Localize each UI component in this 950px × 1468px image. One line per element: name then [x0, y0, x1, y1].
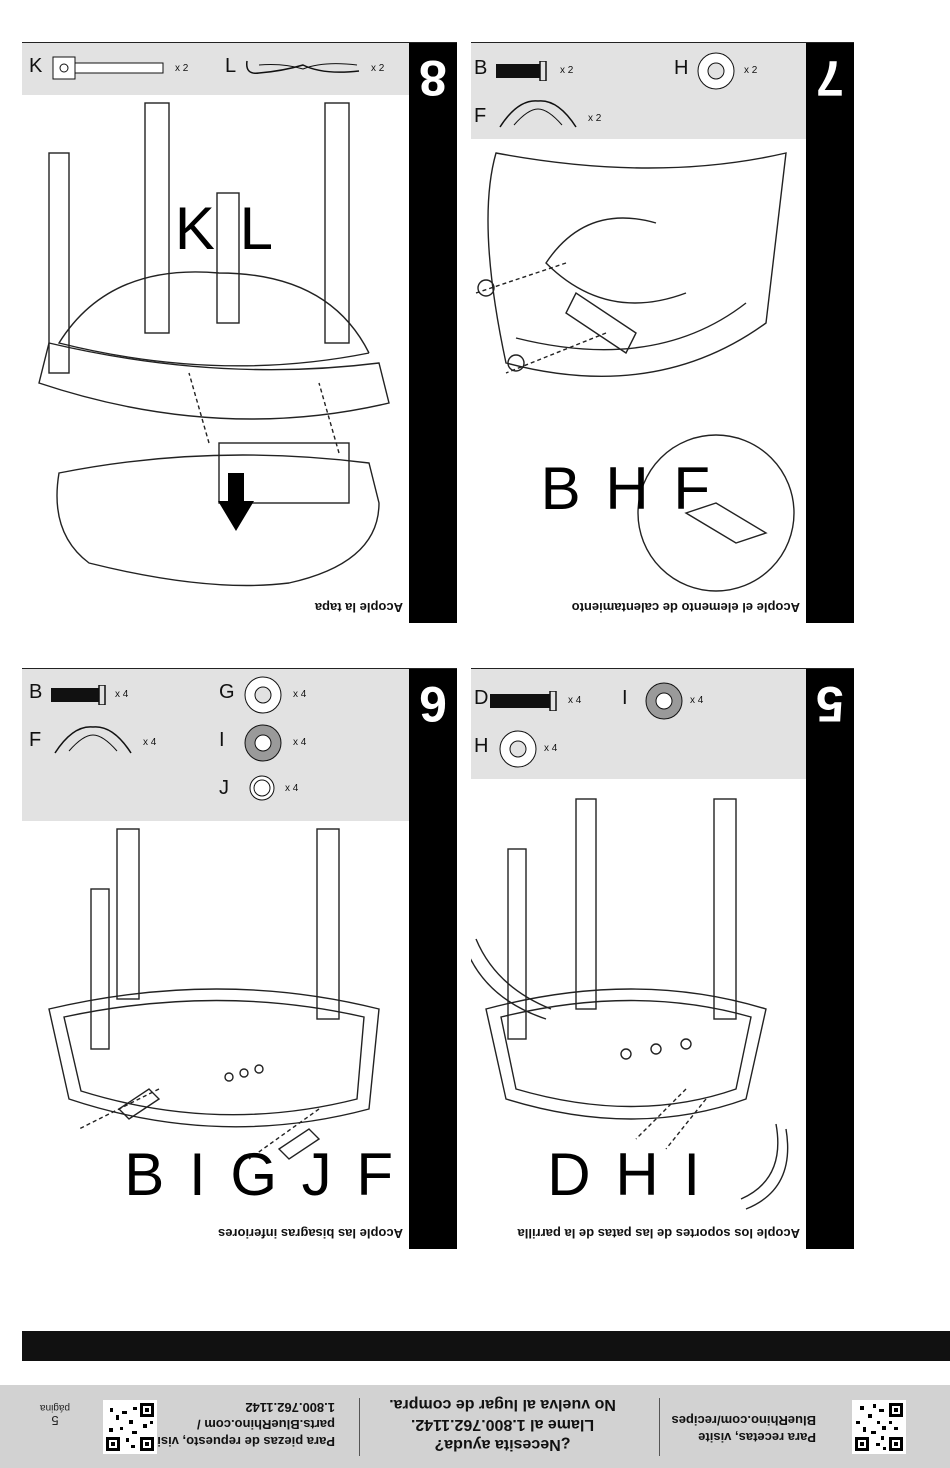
help-title: ¿Necesita ayuda?	[434, 1436, 571, 1453]
step-number-badge: 5	[806, 669, 854, 1249]
step-number: 7	[816, 50, 844, 106]
step-number-badge: 7	[806, 43, 854, 623]
help-block: ¿Necesita ayuda? Llame al 1.800.762.1142…	[370, 1394, 635, 1454]
bolt-icon	[496, 61, 547, 81]
lower-hinge-diagram	[48, 828, 380, 1160]
step-number: 6	[419, 676, 447, 732]
step-6-panel: 6 Acople las bisagras inferiores B I G J…	[22, 668, 457, 1249]
lock-washer-icon	[645, 682, 683, 720]
flat-washer-icon	[499, 730, 537, 768]
hinge-pin-icon	[52, 56, 164, 80]
footer-divider	[359, 1398, 360, 1456]
callout-label: K L	[174, 195, 277, 262]
step-number-badge: 8	[409, 43, 457, 623]
qr-icon	[103, 1400, 157, 1454]
footer-divider	[659, 1398, 660, 1456]
parts-list: K x 2 L x 2	[29, 47, 401, 91]
hinge-bracket-icon	[54, 726, 132, 754]
qr-icon	[852, 1400, 906, 1454]
page-number: 5	[51, 1413, 59, 1428]
cotter-pin-icon	[246, 60, 360, 74]
step-8-panel: 8 Acople la tapa K L K x 2 L	[22, 42, 457, 623]
flat-washer-icon	[697, 52, 735, 90]
page-footer: Para recetas, visite BlueRhino.com/recip…	[0, 1385, 950, 1468]
step-7-panel: 7 Acople el elemento de calentamiento B …	[471, 42, 854, 623]
qr-code-recipes[interactable]	[852, 1400, 906, 1454]
header-bar	[22, 1331, 950, 1361]
part-D: D x 4 I x 4 H x 4	[474, 679, 794, 768]
parts-text: Para piezas de repuesto, visite parts.Bl…	[145, 1400, 335, 1449]
page-label: página	[39, 1402, 70, 1413]
qr-code-parts[interactable]	[103, 1400, 157, 1454]
callout-label: D H I	[547, 1141, 704, 1208]
hinge-bracket-icon	[499, 100, 577, 128]
callout-label: B H F	[540, 455, 714, 522]
arrow-up-icon	[218, 473, 254, 531]
nut-icon	[249, 775, 275, 801]
heating-element-diagram	[475, 152, 795, 592]
bolt-icon	[490, 691, 557, 711]
parts-list: B x 4 F x 4 G x 4 I x 4 J x 4	[29, 673, 401, 813]
help-phone: Llame al 1.800.762.1142.	[410, 1416, 595, 1433]
step-5-panel: 5 Acople los soportes de las patas de la…	[471, 668, 854, 1249]
flat-washer-icon	[244, 676, 282, 714]
parts-list: B x 2 F x 2 H x 2	[474, 49, 794, 133]
bolt-icon	[51, 685, 106, 705]
lock-washer-icon	[244, 724, 282, 762]
step-number: 5	[816, 676, 844, 732]
recipes-text: Para recetas, visite BlueRhino.com/recip…	[671, 1413, 816, 1445]
grill-leg-bracket-diagram	[471, 798, 789, 1210]
step-number-badge: 6	[409, 669, 457, 1249]
callout-label: B I G J F	[124, 1141, 397, 1208]
step-number: 8	[419, 50, 447, 106]
lid-attachment-diagram	[38, 102, 390, 587]
help-note: No vuelva al lugar de compra.	[389, 1396, 616, 1413]
page-number-block: 5 página	[40, 1402, 70, 1428]
